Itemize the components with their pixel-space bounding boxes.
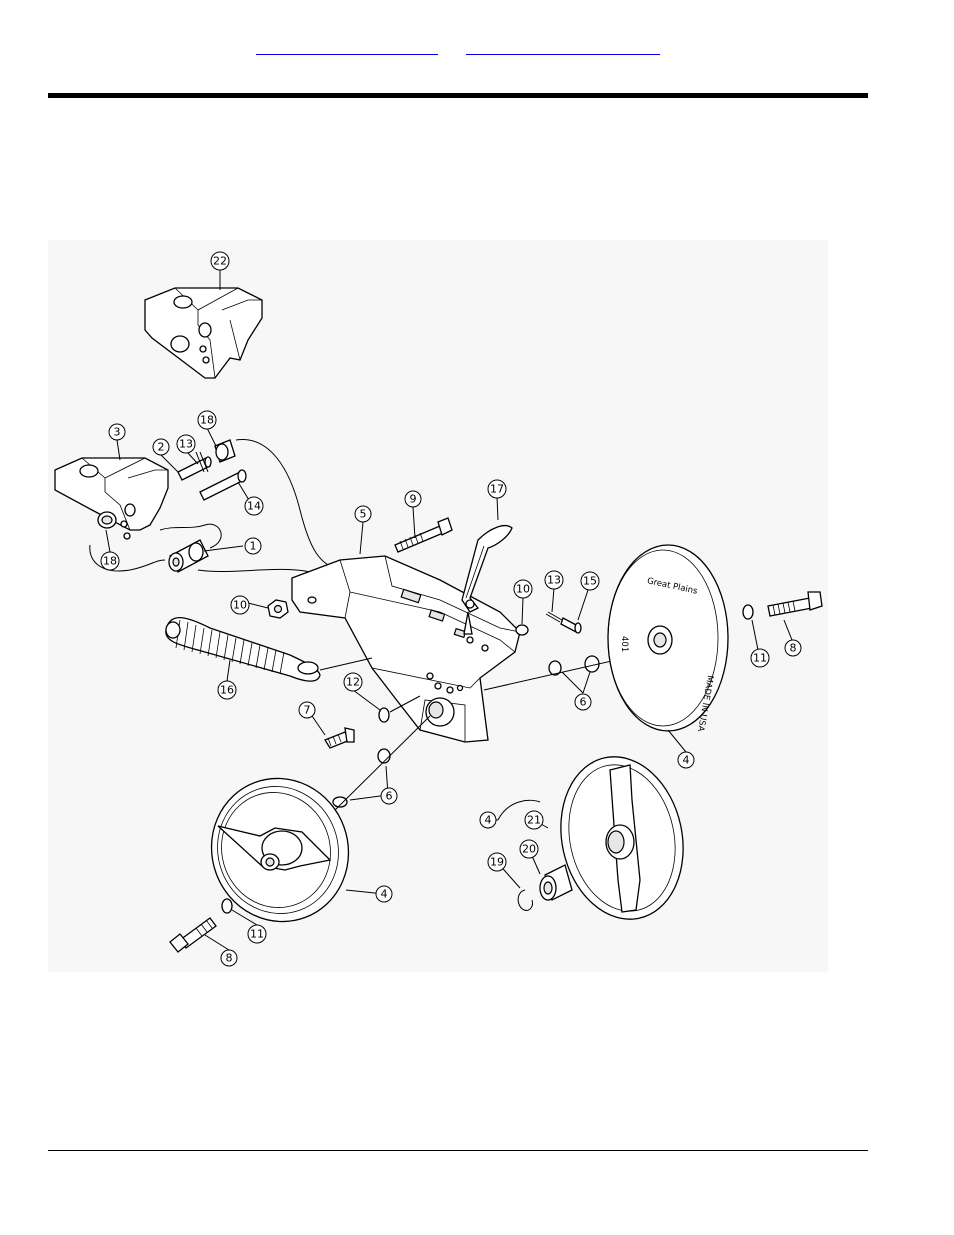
callout-3: 3 <box>109 424 125 440</box>
svg-text:20: 20 <box>522 843 536 856</box>
callout-13-upper: 13 <box>177 435 195 453</box>
callout-8-right: 8 <box>785 640 801 656</box>
svg-text:18: 18 <box>200 414 214 427</box>
leader-curve-4 <box>198 569 310 572</box>
svg-text:21: 21 <box>527 814 541 827</box>
svg-text:10: 10 <box>233 599 247 612</box>
svg-text:9: 9 <box>410 493 417 506</box>
callout-12: 12 <box>344 673 362 691</box>
callout-6-upper: 6 <box>575 694 591 710</box>
callout-11-right: 11 <box>751 649 769 667</box>
header-rule <box>48 93 868 98</box>
bolt-8-left <box>170 918 216 952</box>
svg-text:11: 11 <box>753 652 767 665</box>
bearing-20 <box>540 865 572 900</box>
svg-text:18: 18 <box>103 555 117 568</box>
bushing-18-upper <box>215 440 235 462</box>
cotter-pin-13-right <box>546 612 562 622</box>
svg-text:2: 2 <box>158 441 165 454</box>
svg-text:6: 6 <box>580 696 587 709</box>
svg-text:1: 1 <box>250 540 257 553</box>
callout-20: 20 <box>520 840 538 858</box>
svg-text:12: 12 <box>346 676 360 689</box>
washer-12 <box>379 708 389 722</box>
callout-1: 1 <box>245 538 261 554</box>
callout-11-left: 11 <box>248 925 266 943</box>
svg-text:13: 13 <box>547 574 561 587</box>
parts-diagram: Great Plains 401 MADE IN USA <box>48 240 828 972</box>
svg-text:8: 8 <box>790 642 797 655</box>
header-link-left[interactable] <box>256 40 438 55</box>
spring-leader <box>320 658 372 670</box>
mount-bracket-3 <box>55 458 168 539</box>
callout-8-left: 8 <box>221 950 237 966</box>
callout-10-right: 10 <box>514 580 532 598</box>
svg-text:22: 22 <box>213 255 227 268</box>
svg-text:19: 19 <box>490 856 504 869</box>
callout-16: 16 <box>218 681 236 699</box>
disc-model-text: 401 <box>619 636 629 652</box>
svg-text:3: 3 <box>114 426 121 439</box>
gauge-wheel-21 <box>546 745 697 930</box>
svg-text:14: 14 <box>247 500 261 513</box>
callout-15: 15 <box>581 572 599 590</box>
callout-21: 21 <box>525 811 543 829</box>
callout-9: 9 <box>405 491 421 507</box>
svg-text:16: 16 <box>220 684 234 697</box>
spring-16 <box>166 618 320 681</box>
callout-5: 5 <box>355 506 371 522</box>
callout-22: 22 <box>211 252 229 270</box>
svg-text:15: 15 <box>583 575 597 588</box>
svg-text:4: 4 <box>683 754 690 767</box>
svg-text:4: 4 <box>381 888 388 901</box>
svg-text:10: 10 <box>516 583 530 596</box>
callout-13-right: 13 <box>545 571 563 589</box>
callout-18-upper: 18 <box>198 411 216 429</box>
footer-rule <box>48 1150 868 1151</box>
svg-text:7: 7 <box>304 704 311 717</box>
callout-18-lower: 18 <box>101 552 119 570</box>
bushing-pair-1 <box>169 540 208 572</box>
washer-11-left <box>222 899 232 913</box>
callout-6-lower: 6 <box>381 788 397 804</box>
callout-4-left: 4 <box>376 886 392 902</box>
callout-17: 17 <box>488 480 506 498</box>
opener-disc-4-right: Great Plains 401 MADE IN USA <box>608 545 728 732</box>
washer-11-right <box>743 605 753 619</box>
svg-text:6: 6 <box>386 790 393 803</box>
svg-text:17: 17 <box>490 483 504 496</box>
pin-14 <box>200 470 246 500</box>
washer-10-right <box>516 625 528 635</box>
callout-19: 19 <box>488 853 506 871</box>
callout-10-left: 10 <box>231 596 249 614</box>
pin-15 <box>561 618 581 633</box>
row-unit-arm-5 <box>292 556 520 742</box>
svg-text:4: 4 <box>485 814 492 827</box>
nut-10-left <box>268 600 288 618</box>
callout-4-right: 4 <box>678 752 694 768</box>
gauge-wheel-4-left <box>191 759 368 941</box>
snap-ring-19 <box>518 890 532 910</box>
svg-text:13: 13 <box>179 438 193 451</box>
callout-14: 14 <box>245 497 263 515</box>
bolt-8-right <box>768 592 822 616</box>
callout-4-mid: 4 <box>480 812 496 828</box>
svg-text:11: 11 <box>250 928 264 941</box>
header-link-right[interactable] <box>466 40 660 55</box>
svg-text:5: 5 <box>360 508 367 521</box>
bolt-9 <box>395 518 452 552</box>
svg-text:8: 8 <box>226 952 233 965</box>
callout-7: 7 <box>299 702 315 718</box>
exploded-view-drawing: Great Plains 401 MADE IN USA <box>48 240 828 972</box>
mount-bracket-assembly-22 <box>145 288 262 378</box>
bolt-7 <box>325 728 354 748</box>
callout-2: 2 <box>153 439 169 455</box>
